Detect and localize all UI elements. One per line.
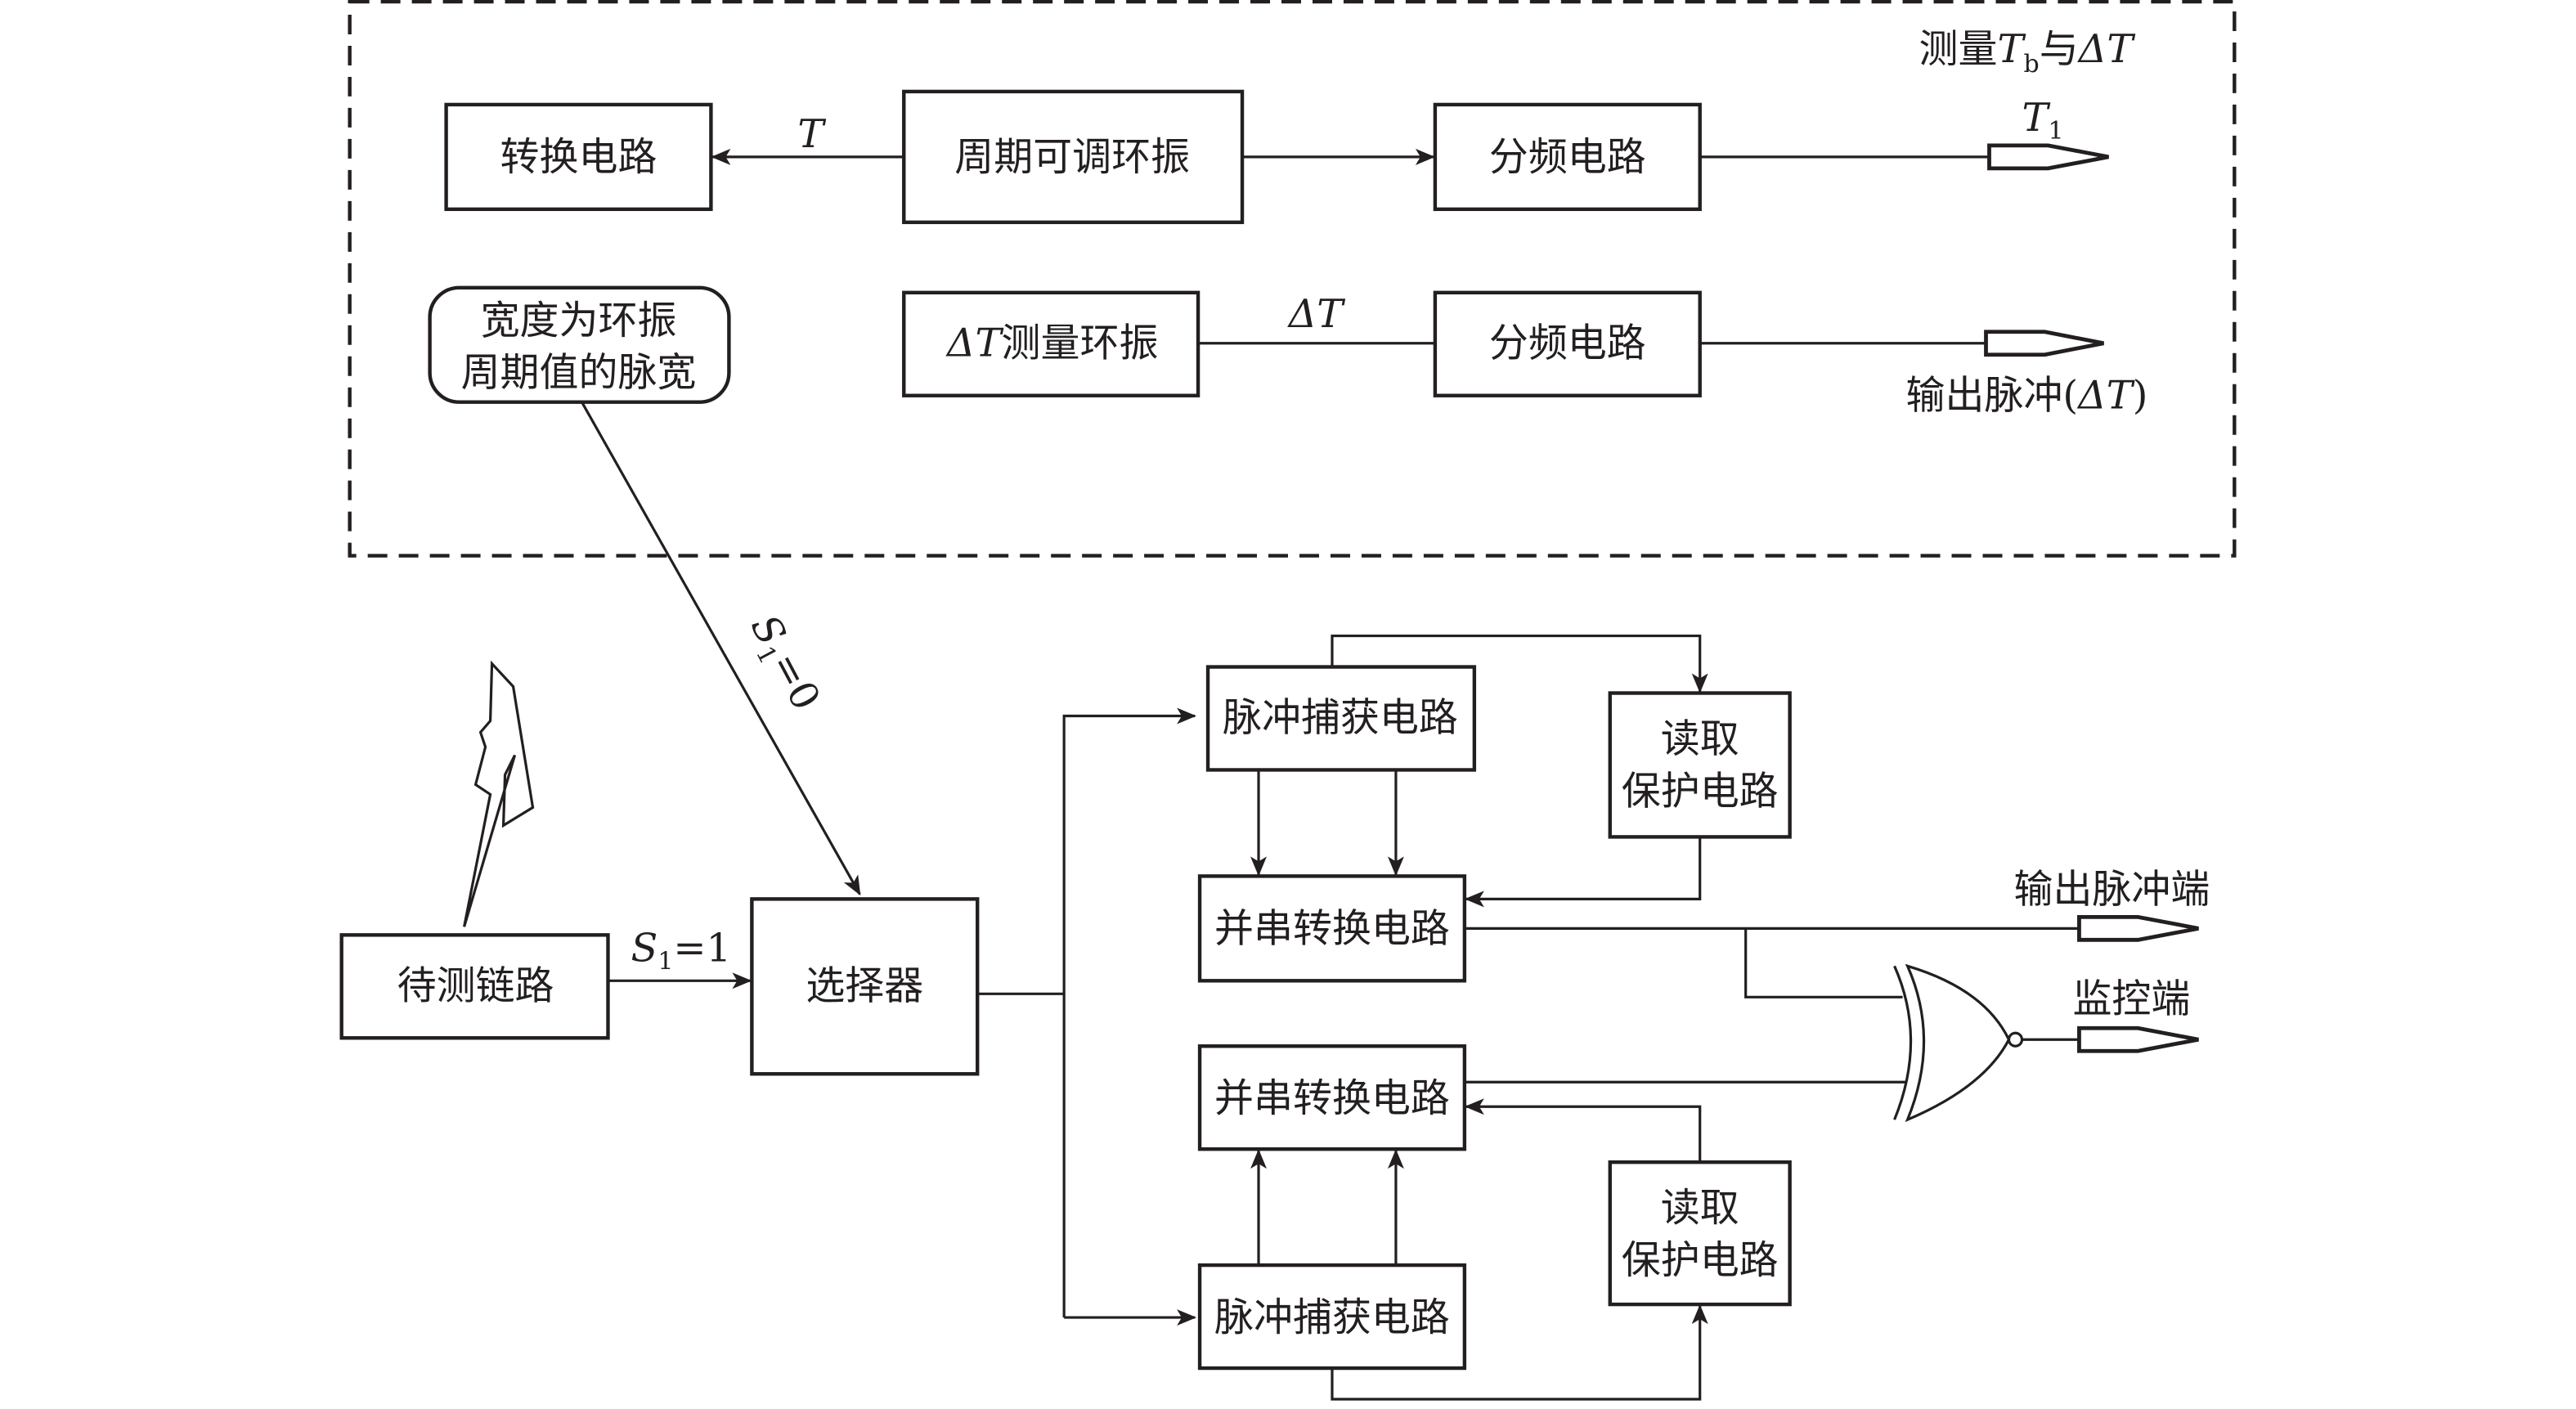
svg-text:宽度为环振: 宽度为环振: [481, 298, 677, 343]
read-protect-to-ps-top: [1464, 837, 1702, 908]
svg-text:保护电路: 保护电路: [1622, 1237, 1779, 1283]
svg-text:脉冲捕获电路: 脉冲捕获电路: [1214, 1295, 1450, 1340]
monitor-port-label: 监控端: [2072, 976, 2190, 1021]
pulse-width-block: 宽度为环振 周期值的脉宽: [428, 285, 731, 404]
read-protect-block-top: 读取 保护电路: [1608, 691, 1792, 839]
capture-to-read-protect-top: [1331, 634, 1708, 693]
capture-to-read-protect-bottom: [1331, 1304, 1708, 1401]
delta-t-ring-oscillator-block: ΔT测量环振: [902, 290, 1200, 397]
monitor-port: [2077, 1025, 2199, 1053]
interference-lightning-icon: [463, 660, 535, 927]
svg-text:脉冲捕获电路: 脉冲捕获电路: [1223, 694, 1458, 740]
svg-text:分频电路: 分频电路: [1489, 134, 1646, 180]
dt-output-port: [1984, 330, 2104, 357]
read-protect-block-bottom: 读取 保护电路: [1608, 1160, 1792, 1307]
ps-top-to-gate: [1744, 928, 1903, 998]
svg-text:保护电路: 保护电路: [1622, 768, 1779, 814]
divider-block-2: 分频电路: [1433, 290, 1702, 397]
s1-0-arrow: [581, 401, 861, 896]
xnor-gate: [1893, 963, 2024, 1123]
link-under-test-block: 待测链路: [339, 933, 610, 1040]
t1-output-port: [1987, 143, 2109, 171]
pulse-capture-block-top: 脉冲捕获电路: [1205, 665, 1477, 772]
adjustable-ring-oscillator-block: 周期可调环振: [902, 89, 1245, 225]
svg-text:并串转换电路: 并串转换电路: [1214, 1075, 1450, 1121]
ps-convert-block-top: 并串转换电路: [1197, 874, 1467, 983]
svg-text:转换电路: 转换电路: [500, 134, 657, 180]
svg-text:周期可调环振: 周期可调环振: [954, 134, 1190, 180]
svg-text:分频电路: 分频电路: [1489, 321, 1646, 366]
pulse-capture-block-bottom: 脉冲捕获电路: [1197, 1263, 1467, 1371]
selector-block: 选择器: [750, 897, 980, 1076]
svg-text:待测链路: 待测链路: [397, 963, 554, 1008]
bus-to-capture-top: [1062, 707, 1197, 1318]
svg-text:选择器: 选择器: [806, 963, 923, 1008]
group-label: 测量Tb与ΔT: [1919, 26, 2136, 79]
svg-text:读取: 读取: [1661, 1185, 1739, 1231]
output-pulse-port: [2077, 914, 2199, 942]
ps-convert-block-bottom: 并串转换电路: [1197, 1044, 1467, 1151]
dt-label: ΔT: [1287, 291, 1346, 337]
read-protect-to-ps-bottom: [1464, 1098, 1702, 1163]
svg-text:ΔT测量环振: ΔT测量环振: [945, 321, 1159, 366]
output-pulse-port-label: 输出脉冲端: [2013, 866, 2210, 912]
svg-text:周期值的脉宽: 周期值的脉宽: [461, 350, 697, 396]
measurement-group-frame: [348, 0, 2237, 558]
dt-output-label: 输出脉冲(ΔT): [1906, 373, 2148, 419]
svg-text:读取: 读取: [1661, 716, 1739, 761]
t-signal-label: T: [797, 111, 826, 157]
convert-circuit-block: 转换电路: [444, 102, 713, 212]
t1-label: T1: [2022, 95, 2063, 146]
svg-text:并串转换电路: 并串转换电路: [1214, 905, 1450, 951]
divider-block-1: 分频电路: [1433, 102, 1702, 212]
s1-1-label: S1=1: [631, 925, 731, 976]
